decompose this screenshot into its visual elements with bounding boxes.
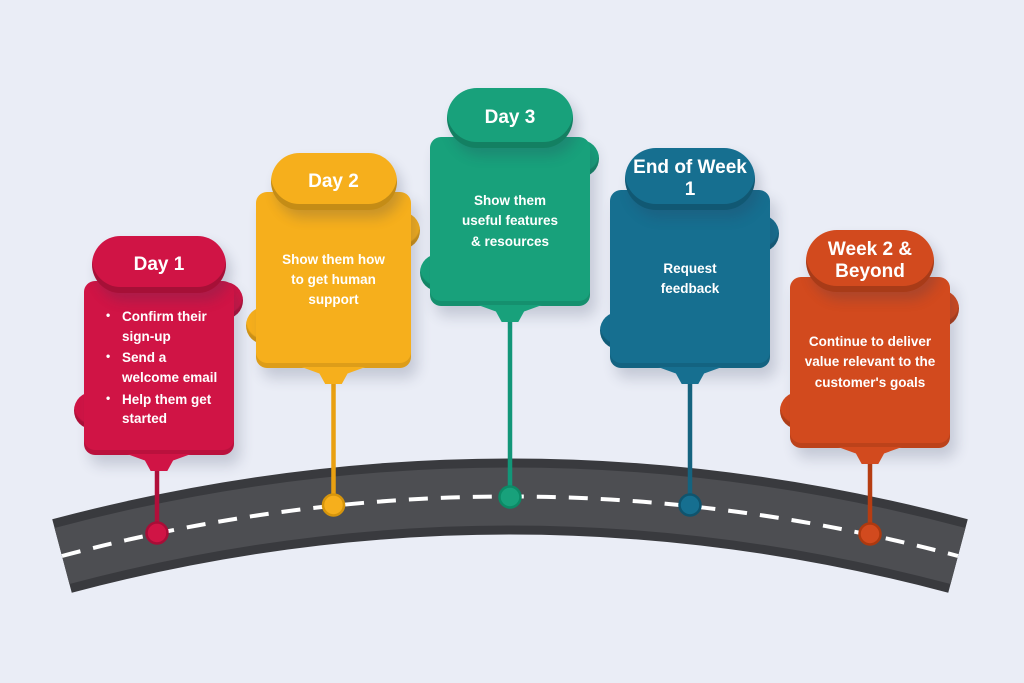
milestone-text-line: support — [308, 292, 359, 308]
milestone-text-line: Request — [663, 260, 717, 276]
milestone-text-line: useful features — [461, 213, 559, 229]
milestone-text-line: & resources — [470, 233, 550, 249]
milestone-connector-tab — [127, 454, 191, 471]
milestone-text: Show them how to get human support — [282, 250, 385, 311]
bullet-item: Help them get started — [105, 390, 219, 429]
milestone-text-line: Show them how — [282, 251, 385, 267]
milestone-connector-tab — [301, 367, 366, 384]
milestone-text-line: value relevant to the — [804, 354, 936, 370]
milestone-connector-tab — [838, 447, 902, 464]
milestone-body: Confirm their sign-up Send a welcome ema… — [84, 281, 234, 455]
road-marker-day-1 — [145, 521, 169, 545]
milestone-card-day-1: Confirm their sign-up Send a welcome ema… — [74, 236, 243, 492]
milestone-card-end-of-week-1: Request feedback End of Week 1 — [600, 148, 779, 390]
milestone-body: Show them useful features & resources — [430, 137, 590, 306]
milestone-text-line: feedback — [660, 281, 720, 296]
milestone-connector-tab — [478, 305, 542, 322]
milestone-body: Show them how to get human support — [256, 192, 411, 368]
milestone-title-pill: Day 1 — [92, 236, 226, 293]
road-marker-end-of-week-1 — [678, 493, 702, 517]
bullet-item: Send a welcome email — [105, 348, 219, 387]
milestone-body: Continue to deliver value relevant to th… — [790, 277, 950, 448]
bullet-item: Confirm their sign-up — [105, 307, 219, 346]
milestone-title: Day 3 — [484, 107, 536, 129]
milestone-title: Week 2 & Beyond — [827, 239, 913, 282]
road-marker-day-2 — [321, 493, 346, 517]
milestone-title-pill: End of Week 1 — [625, 148, 755, 210]
milestone-text: Request feedback — [661, 259, 720, 300]
milestone-text: Continue to deliver value relevant to th… — [805, 332, 936, 393]
road-marker-day-3 — [498, 485, 522, 509]
milestone-title: Day 2 — [308, 170, 359, 192]
milestone-title-pill: Week 2 & Beyond — [806, 230, 934, 292]
milestone-text-line: Continue to deliver — [808, 334, 932, 350]
milestone-title-pill: Day 2 — [270, 153, 397, 210]
milestone-connector-tab — [658, 367, 722, 384]
milestone-text-line: Show them — [473, 193, 546, 209]
milestone-text: Show them useful features & resources — [462, 191, 558, 252]
milestone-stems — [154, 318, 873, 534]
milestone-markers — [145, 485, 882, 546]
milestone-title-pill: Day 3 — [447, 88, 573, 148]
milestone-bullet-list: Confirm their sign-up Send a welcome ema… — [97, 305, 221, 430]
milestone-card-week-2-beyond: Continue to deliver value relevant to th… — [780, 230, 959, 470]
milestone-title: End of Week 1 — [633, 157, 747, 200]
milestone-card-day-3: Show them useful features & resources Da… — [420, 88, 599, 344]
milestone-title: Day 1 — [133, 253, 185, 275]
milestone-text-line: to get human — [291, 271, 376, 287]
road-marker-week-2-beyond — [858, 522, 882, 546]
milestone-card-day-2: Show them how to get human support Day 2 — [246, 153, 420, 403]
milestone-body: Request feedback — [610, 190, 770, 368]
milestone-text-line: customer's goals — [814, 374, 926, 390]
